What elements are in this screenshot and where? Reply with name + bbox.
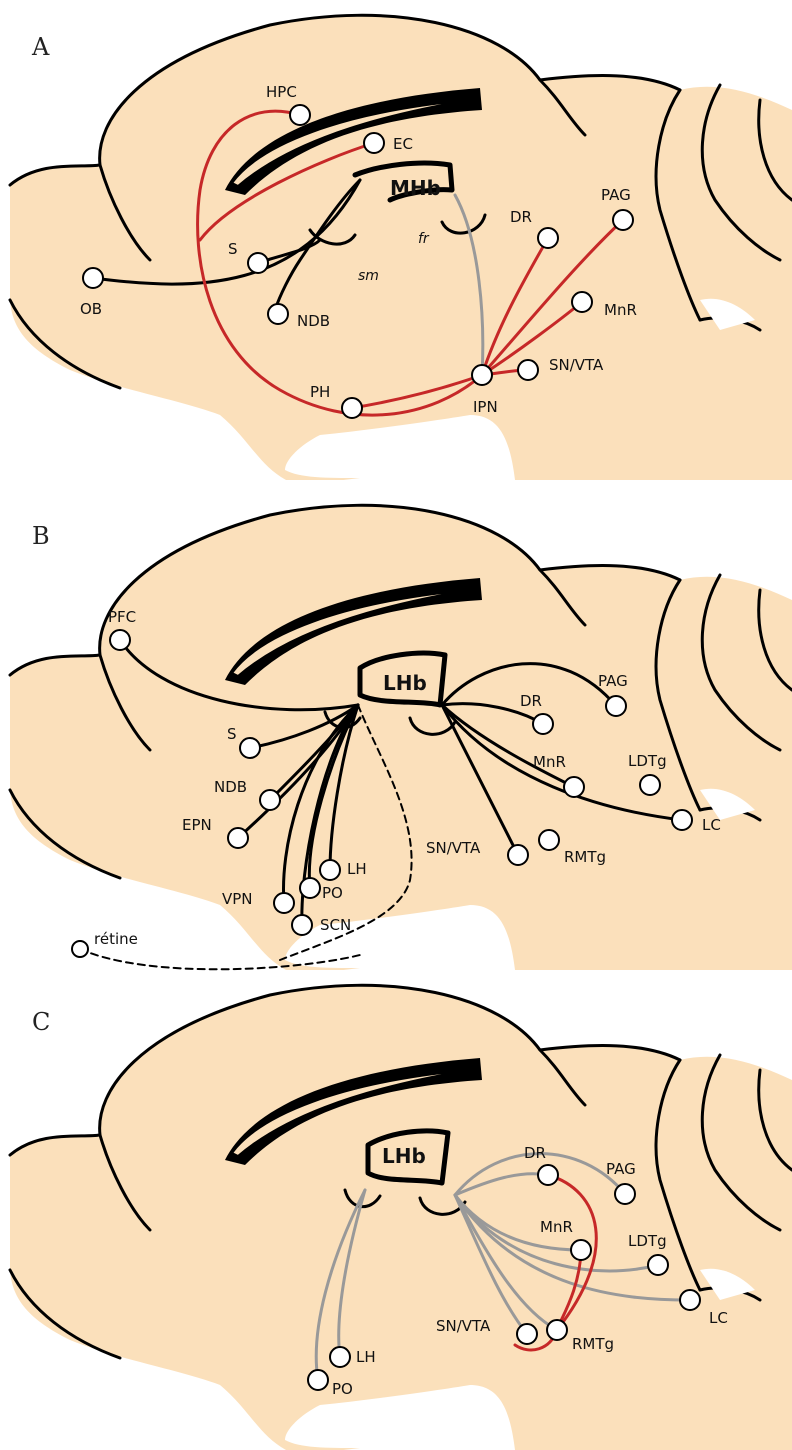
label-ec: EC: [393, 135, 413, 153]
label-po-b: PO: [322, 884, 343, 902]
node-pag-c: [615, 1184, 635, 1204]
label-snvta: SN/VTA: [549, 356, 604, 374]
node-epn: [228, 828, 248, 848]
node-mnr-b: [564, 777, 584, 797]
label-lh-b: LH: [347, 860, 367, 878]
node-lc-b: [672, 810, 692, 830]
label-lhb-b: LHb: [383, 671, 427, 695]
node-dr-c: [538, 1165, 558, 1185]
node-vpn: [274, 893, 294, 913]
label-sm: sm: [358, 268, 379, 284]
label-ldtg-c: LDTg: [628, 1232, 667, 1250]
node-snvta-c: [517, 1324, 537, 1344]
panel-c-letter: C: [32, 1008, 50, 1036]
node-mnr-c: [571, 1240, 591, 1260]
label-mhb: MHb: [390, 176, 441, 200]
label-mnr-c: MnR: [540, 1218, 573, 1236]
label-ldtg-b: LDTg: [628, 752, 667, 770]
label-fr: fr: [418, 231, 430, 247]
label-dr-c: DR: [524, 1144, 546, 1162]
label-snvta-c: SN/VTA: [436, 1317, 491, 1335]
node-pfc: [110, 630, 130, 650]
label-s: S: [228, 240, 238, 258]
label-vpn: VPN: [222, 890, 253, 908]
label-ndb-b: NDB: [214, 778, 247, 796]
panel-c: C LHb PAG DR MnR LDTg LC: [10, 985, 792, 1450]
node-dr: [538, 228, 558, 248]
label-hpc: HPC: [266, 83, 297, 101]
label-ipn: IPN: [473, 398, 498, 416]
node-ldtg-b: [640, 775, 660, 795]
label-lc-c: LC: [709, 1309, 728, 1327]
node-scn: [292, 915, 312, 935]
label-pfc: PFC: [108, 608, 136, 626]
node-ec: [364, 133, 384, 153]
label-mnr: MnR: [604, 301, 637, 319]
node-dr-b: [533, 714, 553, 734]
node-s: [248, 253, 268, 273]
label-lh-c: LH: [356, 1348, 376, 1366]
label-mnr-b: MnR: [533, 753, 566, 771]
panel-b-letter: B: [32, 522, 50, 550]
label-epn: EPN: [182, 816, 212, 834]
label-rmtg-b: RMTg: [564, 848, 606, 866]
node-mnr: [572, 292, 592, 312]
label-ob: OB: [80, 300, 102, 318]
label-pag: PAG: [601, 186, 631, 204]
node-ph: [342, 398, 362, 418]
node-lh-b: [320, 860, 340, 880]
node-rmtg-b: [539, 830, 559, 850]
label-ndb: NDB: [297, 312, 330, 330]
node-snvta: [518, 360, 538, 380]
node-pag: [613, 210, 633, 230]
label-dr-b: DR: [520, 692, 542, 710]
node-ldtg-c: [648, 1255, 668, 1275]
node-ndb-b: [260, 790, 280, 810]
label-lc-b: LC: [702, 816, 721, 834]
panel-b: B: [10, 505, 792, 972]
panel-a: A MHb sm fr HPC EC S: [10, 15, 792, 482]
node-rmtg-c: [547, 1320, 567, 1340]
label-scn: SCN: [320, 916, 351, 934]
label-dr: DR: [510, 208, 532, 226]
node-ipn: [472, 365, 492, 385]
node-po-b: [300, 878, 320, 898]
label-po-c: PO: [332, 1380, 353, 1398]
node-lc-c: [680, 1290, 700, 1310]
label-rmtg-c: RMTg: [572, 1335, 614, 1353]
label-pag-b: PAG: [598, 672, 628, 690]
node-po-c: [308, 1370, 328, 1390]
node-snvta-b: [508, 845, 528, 865]
label-lhb-c: LHb: [382, 1144, 426, 1168]
label-ph: PH: [310, 383, 330, 401]
node-lh-c: [330, 1347, 350, 1367]
label-snvta-b: SN/VTA: [426, 839, 481, 857]
panel-a-letter: A: [31, 33, 50, 61]
node-ndb: [268, 304, 288, 324]
node-ob: [83, 268, 103, 288]
label-pag-c: PAG: [606, 1160, 636, 1178]
node-pag-b: [606, 696, 626, 716]
node-s-b: [240, 738, 260, 758]
node-hpc: [290, 105, 310, 125]
label-s-b: S: [227, 725, 237, 743]
label-retine: rétine: [94, 930, 138, 948]
node-retine: [72, 941, 88, 957]
